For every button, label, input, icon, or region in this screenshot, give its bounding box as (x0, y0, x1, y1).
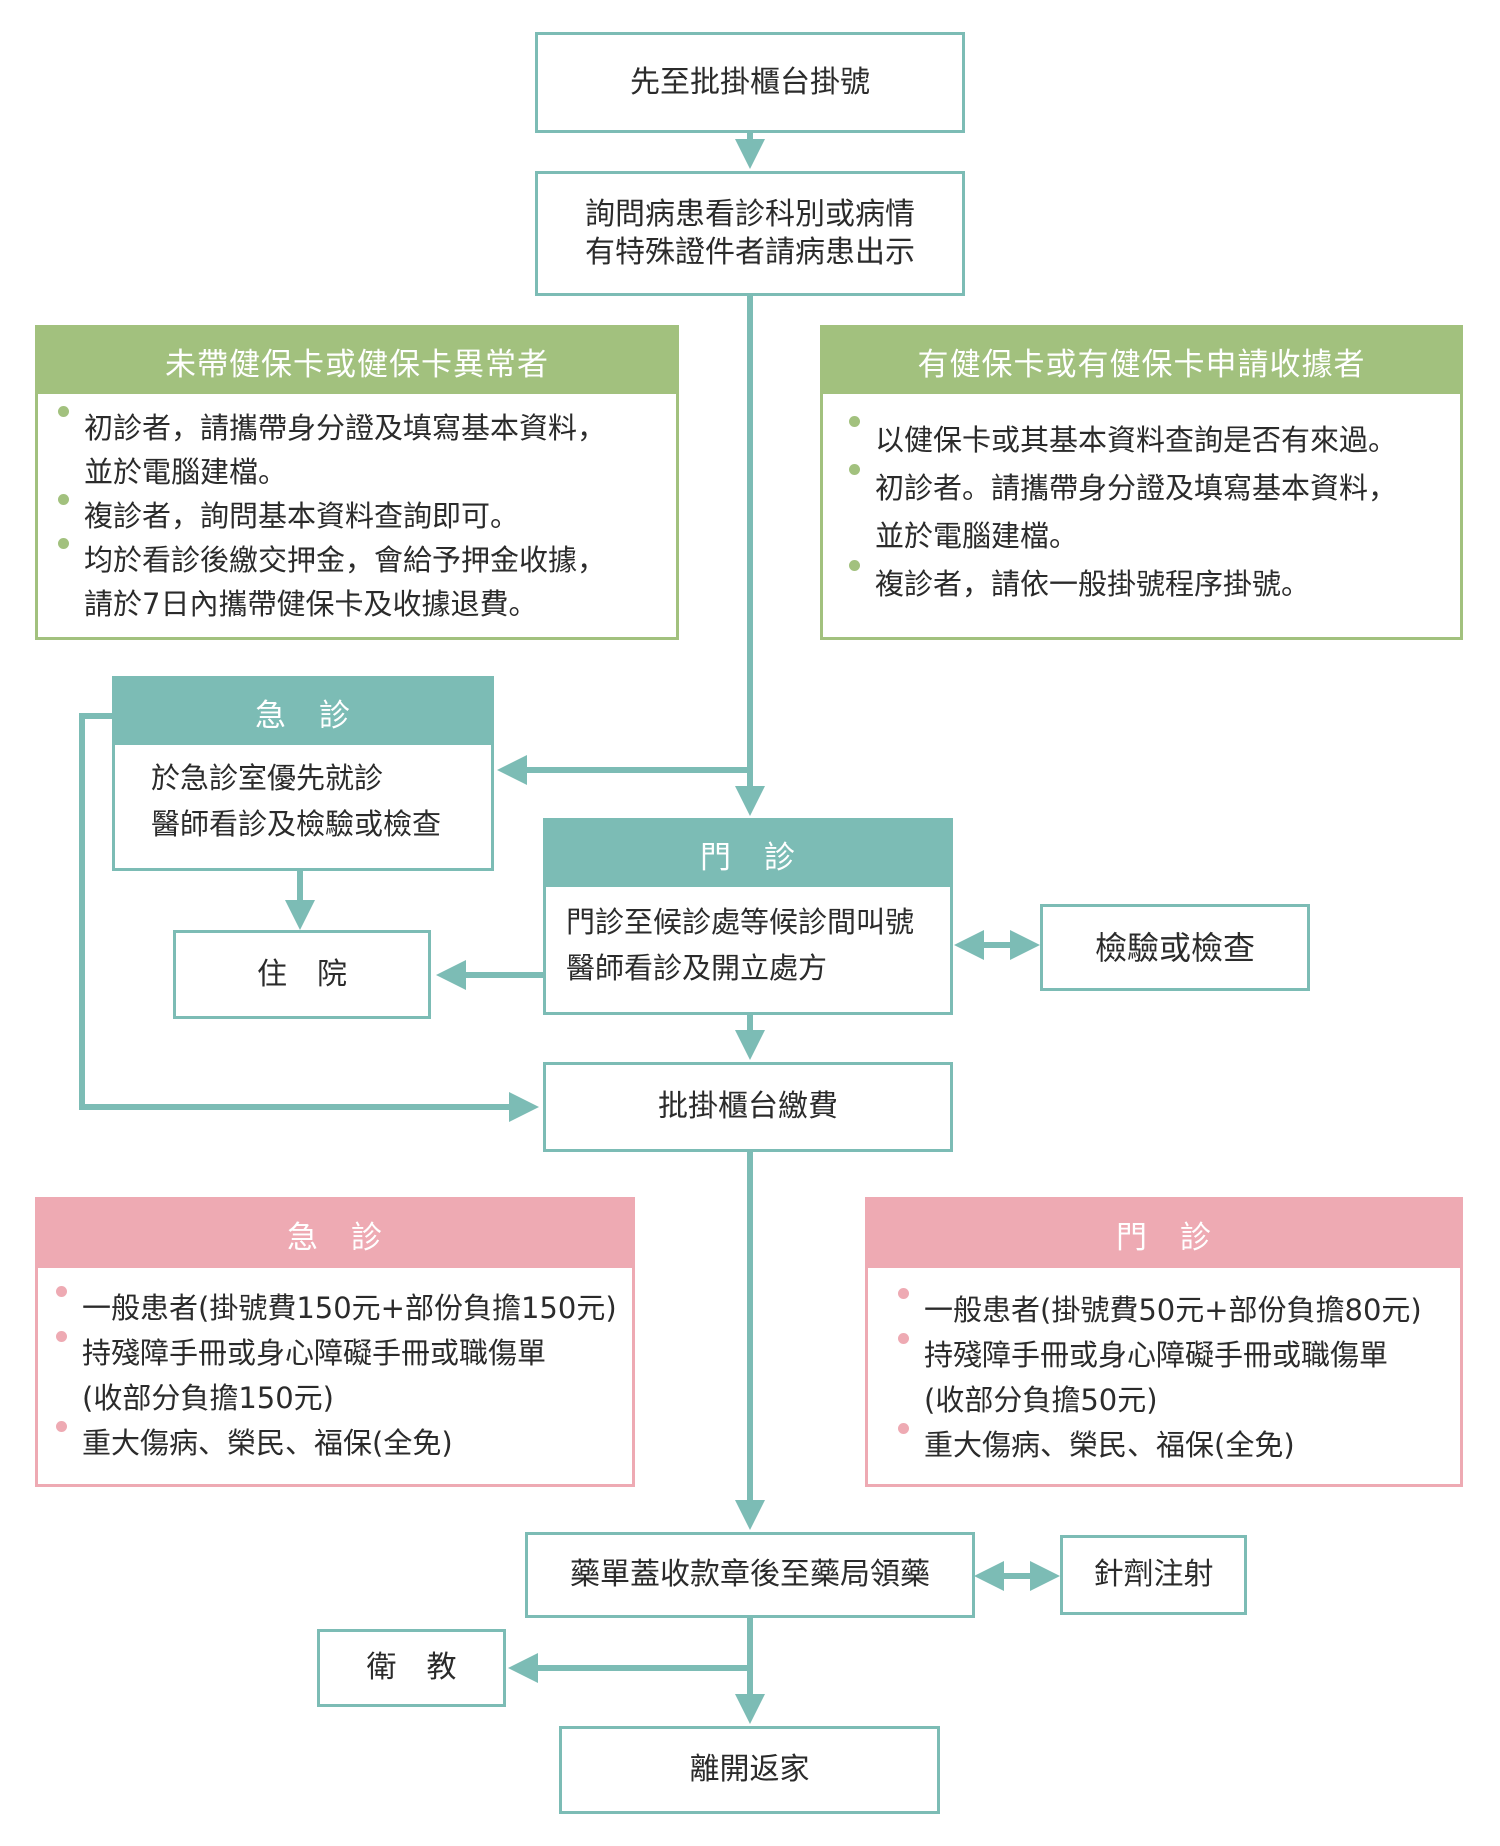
ask-line-1: 詢問病患看診科別或病情 (585, 196, 915, 232)
register-label: 先至批掛櫃台掛號 (630, 64, 870, 100)
fee-outpatient-item: 持殘障手冊或身心障礙手冊或職傷單 (收部分負擔50元) (898, 1333, 1460, 1423)
fee-emergency-item: 重大傷病、榮民、福保(全免) (56, 1421, 632, 1466)
no-card-item-3-line-2: 請於7日內攜帶健保卡及收據退費。 (84, 587, 538, 621)
no-card-panel: 未帶健保卡或健保卡異常者 初診者，請攜帶身分證及填寫基本資料， 並於電腦建檔。 … (35, 325, 679, 640)
no-card-item-1-line-1: 初診者，請攜帶身分證及填寫基本資料， (84, 411, 607, 445)
has-card-item: 複診者，請依一般掛號程序掛號。 (849, 560, 1460, 608)
has-card-item-3-line-1: 複診者，請依一般掛號程序掛號。 (875, 567, 1311, 601)
education-label: 衛 教 (366, 1650, 457, 1685)
leave-box: 離開返家 (559, 1726, 940, 1814)
fee-emergency-item: 持殘障手冊或身心障礙手冊或職傷單 (收部分負擔150元) (56, 1331, 632, 1421)
fee-outpatient-item-2-line-1: 持殘障手冊或身心障礙手冊或職傷單 (924, 1338, 1389, 1372)
no-card-item: 初診者，請攜帶身分證及填寫基本資料， 並於電腦建檔。 (58, 406, 676, 494)
has-card-title: 有健保卡或有健保卡申請收據者 (823, 328, 1460, 394)
fee-outpatient-item-1: 一般患者(掛號費50元+部份負擔80元) (924, 1293, 1422, 1327)
fee-emergency-panel: 急 診 一般患者(掛號費150元+部份負擔150元) 持殘障手冊或身心障礙手冊或… (35, 1197, 635, 1487)
has-card-item-1-line-1: 以健保卡或其基本資料查詢是否有來過。 (875, 423, 1398, 457)
leave-label: 離開返家 (689, 1752, 810, 1787)
no-card-title: 未帶健保卡或健保卡異常者 (38, 328, 676, 394)
no-card-item-1-line-2: 並於電腦建檔。 (84, 455, 288, 489)
outpatient-panel: 門 診 門診至候診處等候診間叫號 醫師看診及開立處方 (543, 818, 953, 1015)
has-card-item-2-line-1: 初診者。請攜帶身分證及填寫基本資料， (875, 471, 1398, 505)
arrow-emergency-to-pay (79, 713, 539, 1122)
ask-box: 詢問病患看診科別或病情 有特殊證件者請病患出示 (535, 171, 965, 296)
fee-emergency-item: 一般患者(掛號費150元+部份負擔150元) (56, 1286, 632, 1331)
exam-label: 檢驗或檢查 (1094, 928, 1255, 967)
exam-box: 檢驗或檢查 (1040, 904, 1310, 991)
fee-outpatient-item-3: 重大傷病、榮民、福保(全免) (924, 1428, 1295, 1462)
pharmacy-box: 藥單蓋收款章後至藥局領藥 (525, 1532, 975, 1618)
has-card-panel: 有健保卡或有健保卡申請收據者 以健保卡或其基本資料查詢是否有來過。 初診者。請攜… (820, 325, 1463, 640)
no-card-list: 初診者，請攜帶身分證及填寫基本資料， 並於電腦建檔。 複診者，詢問基本資料查詢即… (38, 394, 676, 626)
pharmacy-label: 藥單蓋收款章後至藥局領藥 (570, 1557, 930, 1592)
no-card-item: 均於看診後繳交押金，會給予押金收據， 請於7日內攜帶健保卡及收據退費。 (58, 538, 676, 626)
hospitalize-label: 住 院 (257, 956, 347, 992)
outpatient-line-2: 醫師看診及開立處方 (566, 951, 828, 985)
fee-emergency-item-2-line-1: 持殘障手冊或身心障礙手冊或職傷單 (82, 1336, 547, 1370)
fee-outpatient-item-2-line-2: (收部分負擔50元) (924, 1383, 1158, 1417)
emergency-panel: 急 診 於急診室優先就診 醫師看診及檢驗或檢查 (112, 676, 494, 871)
pay-box: 批掛櫃台繳費 (543, 1062, 953, 1152)
injection-box: 針劑注射 (1060, 1535, 1247, 1615)
fee-emergency-item-2-line-2: (收部分負擔150元) (82, 1381, 334, 1415)
injection-label: 針劑注射 (1093, 1557, 1214, 1592)
pay-label: 批掛櫃台繳費 (658, 1089, 838, 1124)
emergency-title: 急 診 (115, 679, 491, 745)
fee-outpatient-panel: 門 診 一般患者(掛號費50元+部份負擔80元) 持殘障手冊或身心障礙手冊或職傷… (865, 1197, 1463, 1487)
fee-outpatient-item: 重大傷病、榮民、福保(全免) (898, 1423, 1460, 1468)
fee-emergency-title: 急 診 (38, 1200, 632, 1268)
has-card-list: 以健保卡或其基本資料查詢是否有來過。 初診者。請攜帶身分證及填寫基本資料， 並於… (823, 394, 1460, 608)
fee-emergency-list: 一般患者(掛號費150元+部份負擔150元) 持殘障手冊或身心障礙手冊或職傷單 … (38, 1268, 632, 1466)
has-card-item-2-line-2: 並於電腦建檔。 (875, 519, 1079, 553)
no-card-item-2-line-1: 複診者，詢問基本資料查詢即可。 (84, 499, 520, 533)
fee-outpatient-item: 一般患者(掛號費50元+部份負擔80元) (898, 1288, 1460, 1333)
emergency-line-1: 於急診室優先就診 (151, 761, 384, 795)
emergency-line-2: 醫師看診及檢驗或檢查 (151, 807, 442, 841)
hospitalize-box: 住 院 (173, 930, 431, 1019)
ask-line-2: 有特殊證件者請病患出示 (585, 234, 915, 270)
no-card-item-3-line-1: 均於看診後繳交押金，會給予押金收據， (84, 543, 607, 577)
outpatient-title: 門 診 (546, 821, 950, 887)
has-card-item: 初診者。請攜帶身分證及填寫基本資料， 並於電腦建檔。 (849, 464, 1460, 560)
has-card-item: 以健保卡或其基本資料查詢是否有來過。 (849, 416, 1460, 464)
fee-outpatient-title: 門 診 (868, 1200, 1460, 1268)
fee-emergency-item-1: 一般患者(掛號費150元+部份負擔150元) (82, 1291, 617, 1325)
register-box: 先至批掛櫃台掛號 (535, 32, 965, 133)
no-card-item: 複診者，詢問基本資料查詢即可。 (58, 494, 676, 538)
fee-outpatient-list: 一般患者(掛號費50元+部份負擔80元) 持殘障手冊或身心障礙手冊或職傷單 (收… (868, 1268, 1460, 1468)
outpatient-line-1: 門診至候診處等候診間叫號 (566, 905, 915, 939)
education-box: 衛 教 (317, 1629, 506, 1707)
fee-emergency-item-3: 重大傷病、榮民、福保(全免) (82, 1426, 453, 1460)
